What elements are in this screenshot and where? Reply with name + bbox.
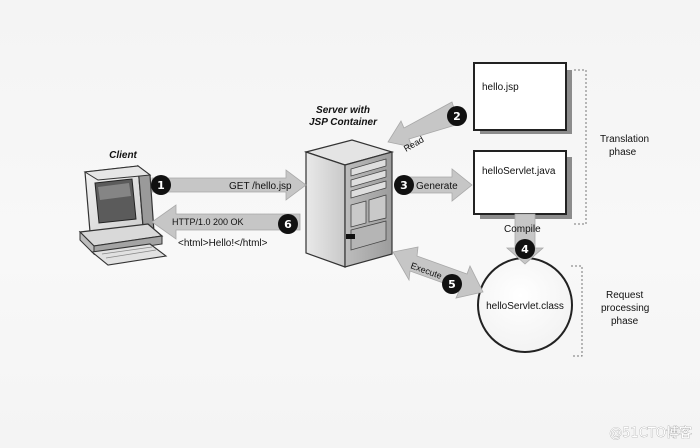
compile-label: Compile [504, 224, 541, 235]
response-arrow [151, 204, 301, 240]
server-tower-icon [303, 139, 395, 268]
step-badge-3: 3 [394, 175, 414, 195]
request-phase-bracket [571, 265, 583, 357]
hello-servlet-java-label: helloServlet.java [482, 166, 556, 177]
svg-text:2: 2 [453, 110, 461, 123]
translation-phase-line2: phase [609, 147, 637, 158]
step-badge-2: 2 [447, 106, 467, 126]
hello-jsp-document: hello.jsp [473, 62, 572, 134]
hello-servlet-class-label: helloServlet.class [486, 301, 564, 312]
watermark-text: @51CTO博客 [609, 425, 692, 441]
step-badge-1: 1 [151, 175, 171, 195]
svg-text:3: 3 [400, 179, 408, 192]
step-badge-4: 4 [515, 239, 535, 259]
generate-label: Generate [416, 181, 458, 192]
step-badge-6: 6 [278, 214, 298, 234]
svg-text:4: 4 [521, 243, 529, 256]
request-phase-line1: Request [606, 290, 643, 301]
hello-jsp-label: hello.jsp [482, 82, 519, 93]
svg-text:1: 1 [157, 179, 165, 192]
client-title: Client [109, 150, 137, 161]
response-status-label: HTTP/1.0 200 OK [172, 217, 244, 227]
hello-servlet-java-document: helloServlet.java [473, 150, 572, 219]
client-computer-icon [78, 164, 168, 266]
response-body-label: <html>Hello!</html> [178, 238, 268, 249]
svg-text:5: 5 [448, 278, 456, 291]
read-arrow [387, 101, 460, 148]
request-phase-line2: processing [601, 303, 649, 314]
get-request-label: GET /hello.jsp [229, 181, 292, 192]
server-title-line1: Server with [316, 105, 370, 116]
hello-servlet-class-node: helloServlet.class [477, 257, 573, 353]
request-phase-line3: phase [611, 316, 639, 327]
translation-phase-line1: Translation [600, 134, 649, 145]
server-title-line2: JSP Container [309, 117, 378, 128]
get-request-arrow [151, 169, 307, 201]
step-badge-5: 5 [442, 274, 462, 294]
svg-text:6: 6 [284, 218, 292, 231]
translation-phase-bracket [574, 69, 587, 225]
